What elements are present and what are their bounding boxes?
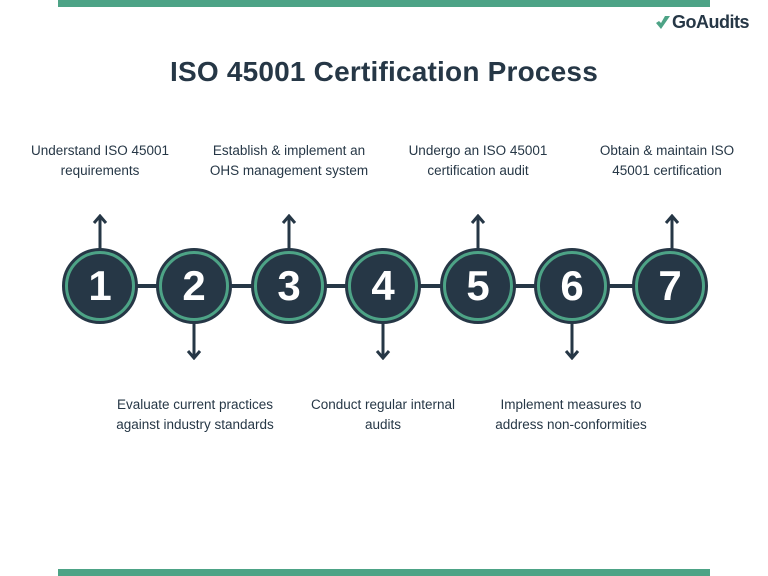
connector-line <box>514 284 538 288</box>
connector-line <box>608 284 634 288</box>
step-circle: 1 <box>62 248 138 324</box>
arrow-up-icon <box>92 214 108 250</box>
connector-line <box>136 284 160 288</box>
step-number: 3 <box>277 262 301 309</box>
step-circle: 2 <box>156 248 232 324</box>
step-circle: 3 <box>251 248 327 324</box>
arrow-up-icon <box>470 214 486 250</box>
step-number: 6 <box>560 262 584 309</box>
arrow-down-icon <box>375 322 391 360</box>
step-number: 2 <box>182 262 206 309</box>
step-label: Establish & implement an OHS management … <box>209 143 369 178</box>
checkmark-icon <box>656 15 670 29</box>
step-label: Understand ISO 45001 requirements <box>30 143 170 178</box>
arrow-up-icon <box>281 214 297 250</box>
step-circle: 4 <box>345 248 421 324</box>
bottom-accent-bar <box>58 569 710 576</box>
arrow-down-icon <box>564 322 580 360</box>
top-accent-bar <box>58 0 710 7</box>
step-label: Implement measures to address non-confor… <box>495 397 647 432</box>
step-label: Evaluate current practices against indus… <box>116 397 274 432</box>
step-circle: 5 <box>440 248 516 324</box>
step-label: Undergo an ISO 45001 certification audit <box>408 143 548 178</box>
step-number: 5 <box>466 262 490 309</box>
step-number: 4 <box>371 262 395 309</box>
step-number: 7 <box>658 262 682 309</box>
arrow-up-icon <box>664 214 680 250</box>
goaudits-logo: GoAudits <box>655 12 750 33</box>
page-title: ISO 45001 Certification Process <box>170 56 598 87</box>
arrow-down-icon <box>186 322 202 360</box>
step-label: Obtain & maintain ISO 45001 certificatio… <box>599 143 735 178</box>
step-label: Conduct regular internal audits <box>310 397 456 432</box>
brand-name: GoAudits <box>672 12 750 32</box>
step-circle: 6 <box>534 248 610 324</box>
connector-line <box>419 284 443 288</box>
step-circle: 7 <box>632 248 708 324</box>
step-number: 1 <box>88 262 112 309</box>
connector-line <box>325 284 349 288</box>
connector-line <box>230 284 254 288</box>
